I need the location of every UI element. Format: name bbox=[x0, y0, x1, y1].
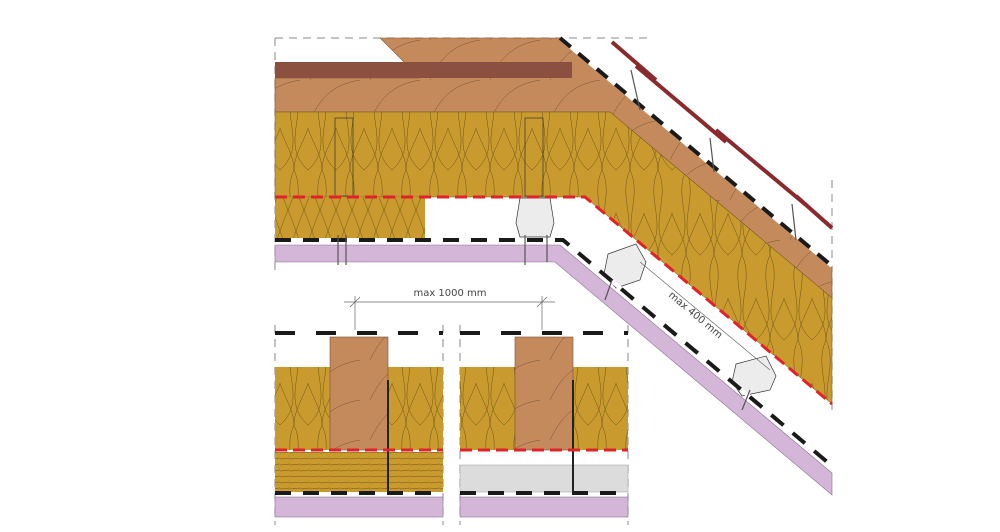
insulation-main bbox=[274, 111, 833, 405]
vapour-barrier bbox=[275, 195, 833, 406]
ridge-beam bbox=[275, 62, 572, 78]
airtight-membrane bbox=[275, 238, 834, 468]
detail-panel-right bbox=[459, 336, 629, 518]
span-dimension bbox=[344, 296, 555, 330]
detail-panel-left bbox=[274, 336, 444, 518]
interior-board bbox=[274, 244, 833, 496]
roof-underlay bbox=[558, 36, 834, 268]
detail-membranes bbox=[275, 331, 628, 495]
span-dimension-label: max 1000 mm bbox=[413, 288, 486, 299]
roof-tiles bbox=[610, 40, 834, 230]
fixing-screws bbox=[337, 69, 797, 411]
